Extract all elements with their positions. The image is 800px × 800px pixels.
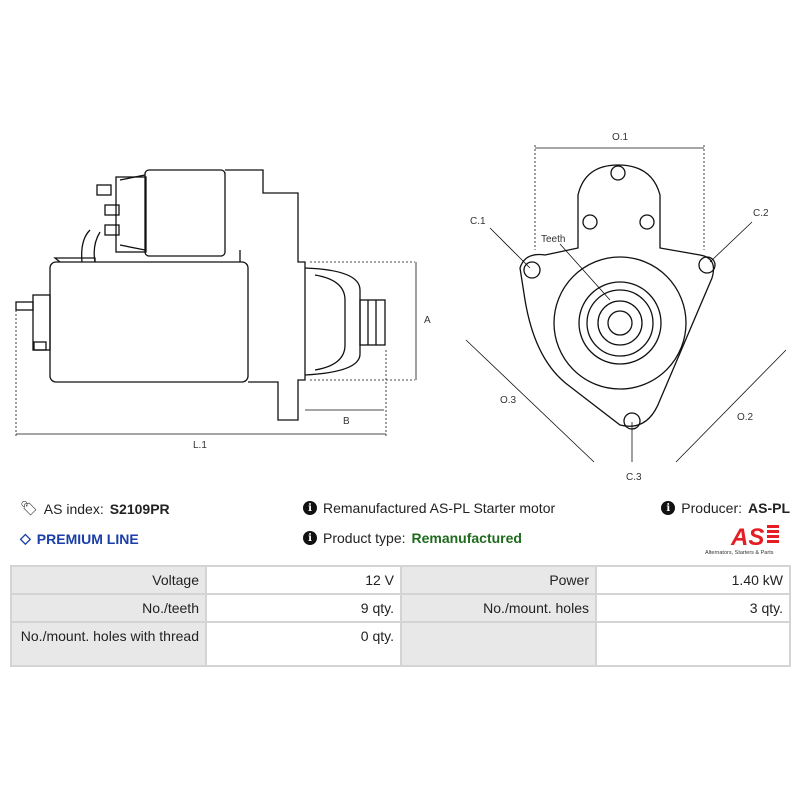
dim-label-c2: C.2 [753, 208, 769, 219]
spec-value [595, 621, 791, 667]
as-index: 🏷 AS index: S2109PR [20, 500, 170, 517]
producer: i Producer: AS-PL [661, 500, 790, 516]
premium-line: ◇ PREMIUM LINE [20, 530, 139, 547]
dim-label-c3: C.3 [626, 472, 642, 483]
description: i Remanufactured AS-PL Starter motor [303, 500, 555, 516]
front-view [465, 145, 787, 463]
specs-table: Voltage 12 V Power 1.40 kW No./teeth 9 q… [10, 565, 791, 667]
as-index-value: S2109PR [109, 500, 170, 517]
product-type-value: Remanufactured [411, 530, 522, 546]
product-type: i Product type: Remanufactured [303, 530, 522, 546]
side-view [15, 169, 417, 436]
spec-value: 12 V [205, 565, 402, 595]
product-type-label: Product type: [323, 530, 406, 546]
spec-value: 3 qty. [595, 593, 791, 623]
info-icon: i [303, 531, 317, 545]
diamond-icon: ◇ [20, 530, 31, 546]
producer-label: Producer: [681, 500, 742, 516]
spec-label: Voltage [10, 565, 207, 595]
dim-label-teeth: Teeth [541, 234, 565, 245]
table-row: Voltage 12 V Power 1.40 kW [10, 565, 791, 595]
starter-motor-technical-drawing: A B L.1 O.1 O.2 O.3 C.1 C.2 C.3 Teeth [15, 132, 787, 483]
spec-value: 0 qty. [205, 621, 402, 667]
tag-icon: 🏷 [20, 500, 38, 516]
description-text: Remanufactured AS-PL Starter motor [323, 500, 556, 516]
dim-label-a: A [424, 315, 431, 326]
dim-label-o2: O.2 [737, 412, 754, 423]
producer-value: AS-PL [748, 500, 790, 516]
info-icon: i [661, 501, 676, 515]
table-row: No./teeth 9 qty. No./mount. holes 3 qty. [10, 593, 791, 623]
dim-label-o1: O.1 [612, 132, 629, 143]
spec-label: No./teeth [10, 593, 207, 623]
as-pl-logo: AS Alternators, Starters & Parts [705, 521, 795, 557]
logo-tagline: Alternators, Starters & Parts [705, 550, 774, 556]
info-icon: i [303, 501, 317, 515]
svg-text:AS: AS [730, 524, 764, 551]
premium-line-label: PREMIUM LINE [36, 530, 139, 547]
spec-label: No./mount. holes with thread [10, 621, 207, 667]
spec-label [400, 621, 597, 667]
table-row: No./mount. holes with thread 0 qty. [10, 621, 791, 667]
spec-label: Power [400, 565, 597, 595]
dim-label-c1: C.1 [470, 216, 486, 227]
spec-value: 1.40 kW [595, 565, 791, 595]
spec-value: 9 qty. [205, 593, 402, 623]
dim-label-b: B [343, 416, 350, 427]
spec-label: No./mount. holes [400, 593, 597, 623]
as-index-label: AS index: [43, 500, 104, 517]
dim-label-o3: O.3 [500, 395, 517, 406]
dim-label-l1: L.1 [193, 440, 207, 451]
